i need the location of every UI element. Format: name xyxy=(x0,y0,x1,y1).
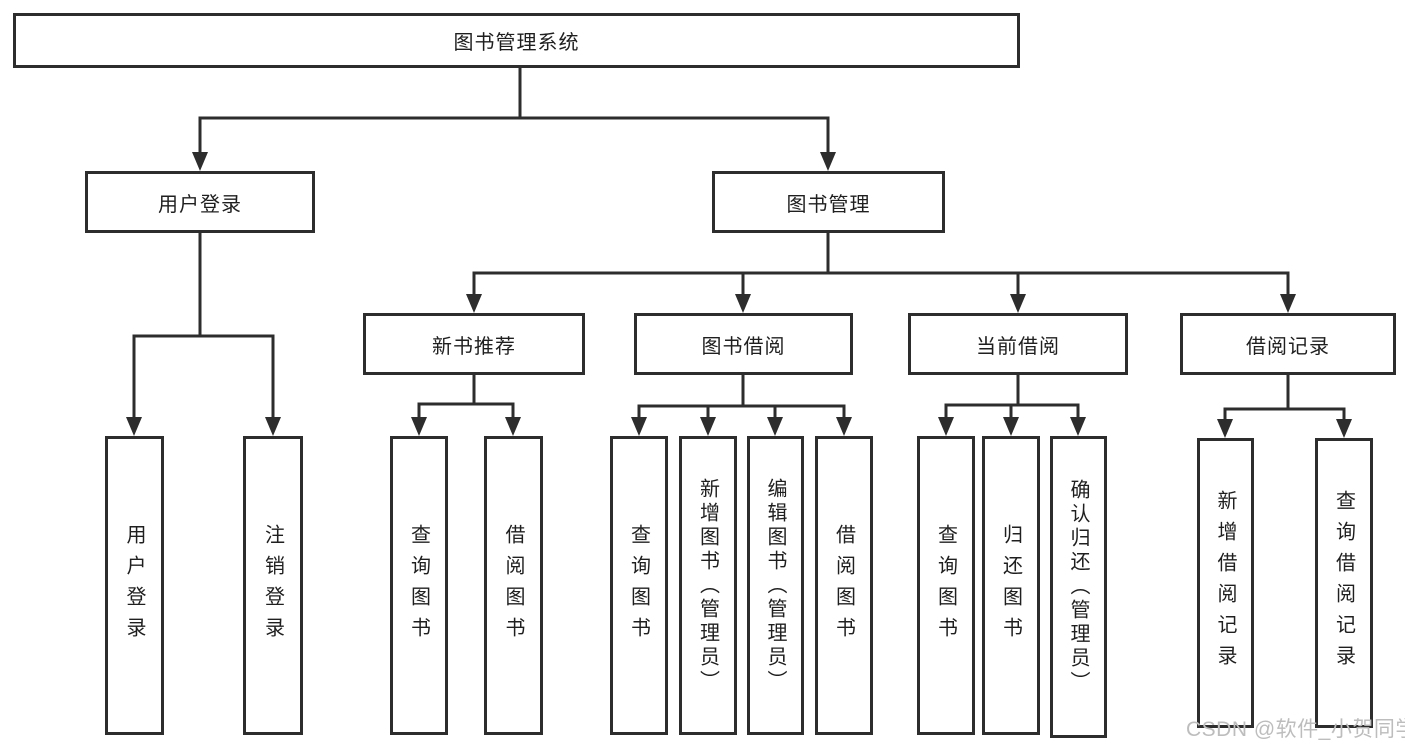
node-label: 借阅图书 xyxy=(832,523,855,648)
arrow-down-icon xyxy=(700,417,716,436)
leaf-query-books-current: 查询图书 xyxy=(917,436,975,735)
node-label: 确认归还（管理员） xyxy=(1067,479,1089,695)
node-label: 图书管理 xyxy=(786,193,871,216)
node-borrowing-records: 借阅记录 xyxy=(1180,313,1396,375)
node-user-login: 用户登录 xyxy=(85,171,315,233)
leaf-user-login: 用户登录 xyxy=(105,436,164,735)
arrow-down-icon xyxy=(126,417,142,436)
arrow-down-icon xyxy=(466,294,482,313)
arrow-down-icon xyxy=(1070,417,1086,436)
arrow-down-icon xyxy=(411,417,427,436)
arrow-down-icon xyxy=(1003,417,1019,436)
node-label: 用户登录 xyxy=(123,523,145,648)
node-label: 注销登录 xyxy=(261,523,284,648)
arrow-down-icon xyxy=(836,417,852,436)
node-label: 归还图书 xyxy=(999,523,1022,648)
node-label: 借阅记录 xyxy=(1246,335,1330,358)
arrow-down-icon xyxy=(735,294,751,313)
node-label: 查询图书 xyxy=(934,523,957,648)
leaf-query-books-recommend: 查询图书 xyxy=(390,436,448,735)
leaf-borrow-books-recommend: 借阅图书 xyxy=(484,436,543,735)
arrow-down-icon xyxy=(938,417,954,436)
leaf-query-books-borrowing: 查询图书 xyxy=(610,436,668,735)
node-library-system: 图书管理系统 xyxy=(13,13,1020,68)
node-label: 新增借阅记录 xyxy=(1214,490,1236,676)
arrow-down-icon xyxy=(1217,419,1233,438)
arrow-down-icon xyxy=(505,417,521,436)
arrow-down-icon xyxy=(265,417,281,436)
arrow-down-icon xyxy=(767,417,783,436)
node-new-book-recommendation: 新书推荐 xyxy=(363,313,585,375)
leaf-logout-login: 注销登录 xyxy=(243,436,303,735)
arrow-down-icon xyxy=(631,417,647,436)
leaf-confirm-return-admin: 确认归还（管理员） xyxy=(1050,436,1107,738)
leaf-edit-books-admin: 编辑图书（管理员） xyxy=(747,436,804,735)
node-label: 图书管理系统 xyxy=(453,32,580,54)
node-label: 查询图书 xyxy=(627,523,650,648)
node-label: 当前借阅 xyxy=(976,335,1060,358)
node-label: 编辑图书（管理员） xyxy=(764,477,786,694)
node-book-borrowing: 图书借阅 xyxy=(634,313,853,375)
node-current-borrowing: 当前借阅 xyxy=(908,313,1128,375)
node-label: 查询借阅记录 xyxy=(1332,490,1355,676)
csdn-watermark: CSDN @软件_小贺同学 xyxy=(1186,718,1405,741)
arrow-down-icon xyxy=(820,152,836,171)
leaf-add-borrow-record: 新增借阅记录 xyxy=(1197,438,1254,728)
arrow-down-icon xyxy=(1336,419,1352,438)
leaf-add-books-admin: 新增图书（管理员） xyxy=(679,436,737,735)
node-book-management: 图书管理 xyxy=(712,171,945,233)
arrow-down-icon xyxy=(1280,294,1296,313)
leaf-return-books: 归还图书 xyxy=(982,436,1040,735)
node-label: 用户登录 xyxy=(158,193,242,216)
node-label: 图书借阅 xyxy=(701,335,786,358)
node-label: 查询图书 xyxy=(407,523,430,648)
arrow-down-icon xyxy=(1010,294,1026,313)
node-label: 新书推荐 xyxy=(432,335,516,358)
leaf-query-borrow-record: 查询借阅记录 xyxy=(1315,438,1373,728)
leaf-borrow-books-borrowing: 借阅图书 xyxy=(815,436,873,735)
node-label: 新增图书（管理员） xyxy=(696,477,719,694)
node-label: 借阅图书 xyxy=(502,523,524,648)
arrow-down-icon xyxy=(192,152,208,171)
